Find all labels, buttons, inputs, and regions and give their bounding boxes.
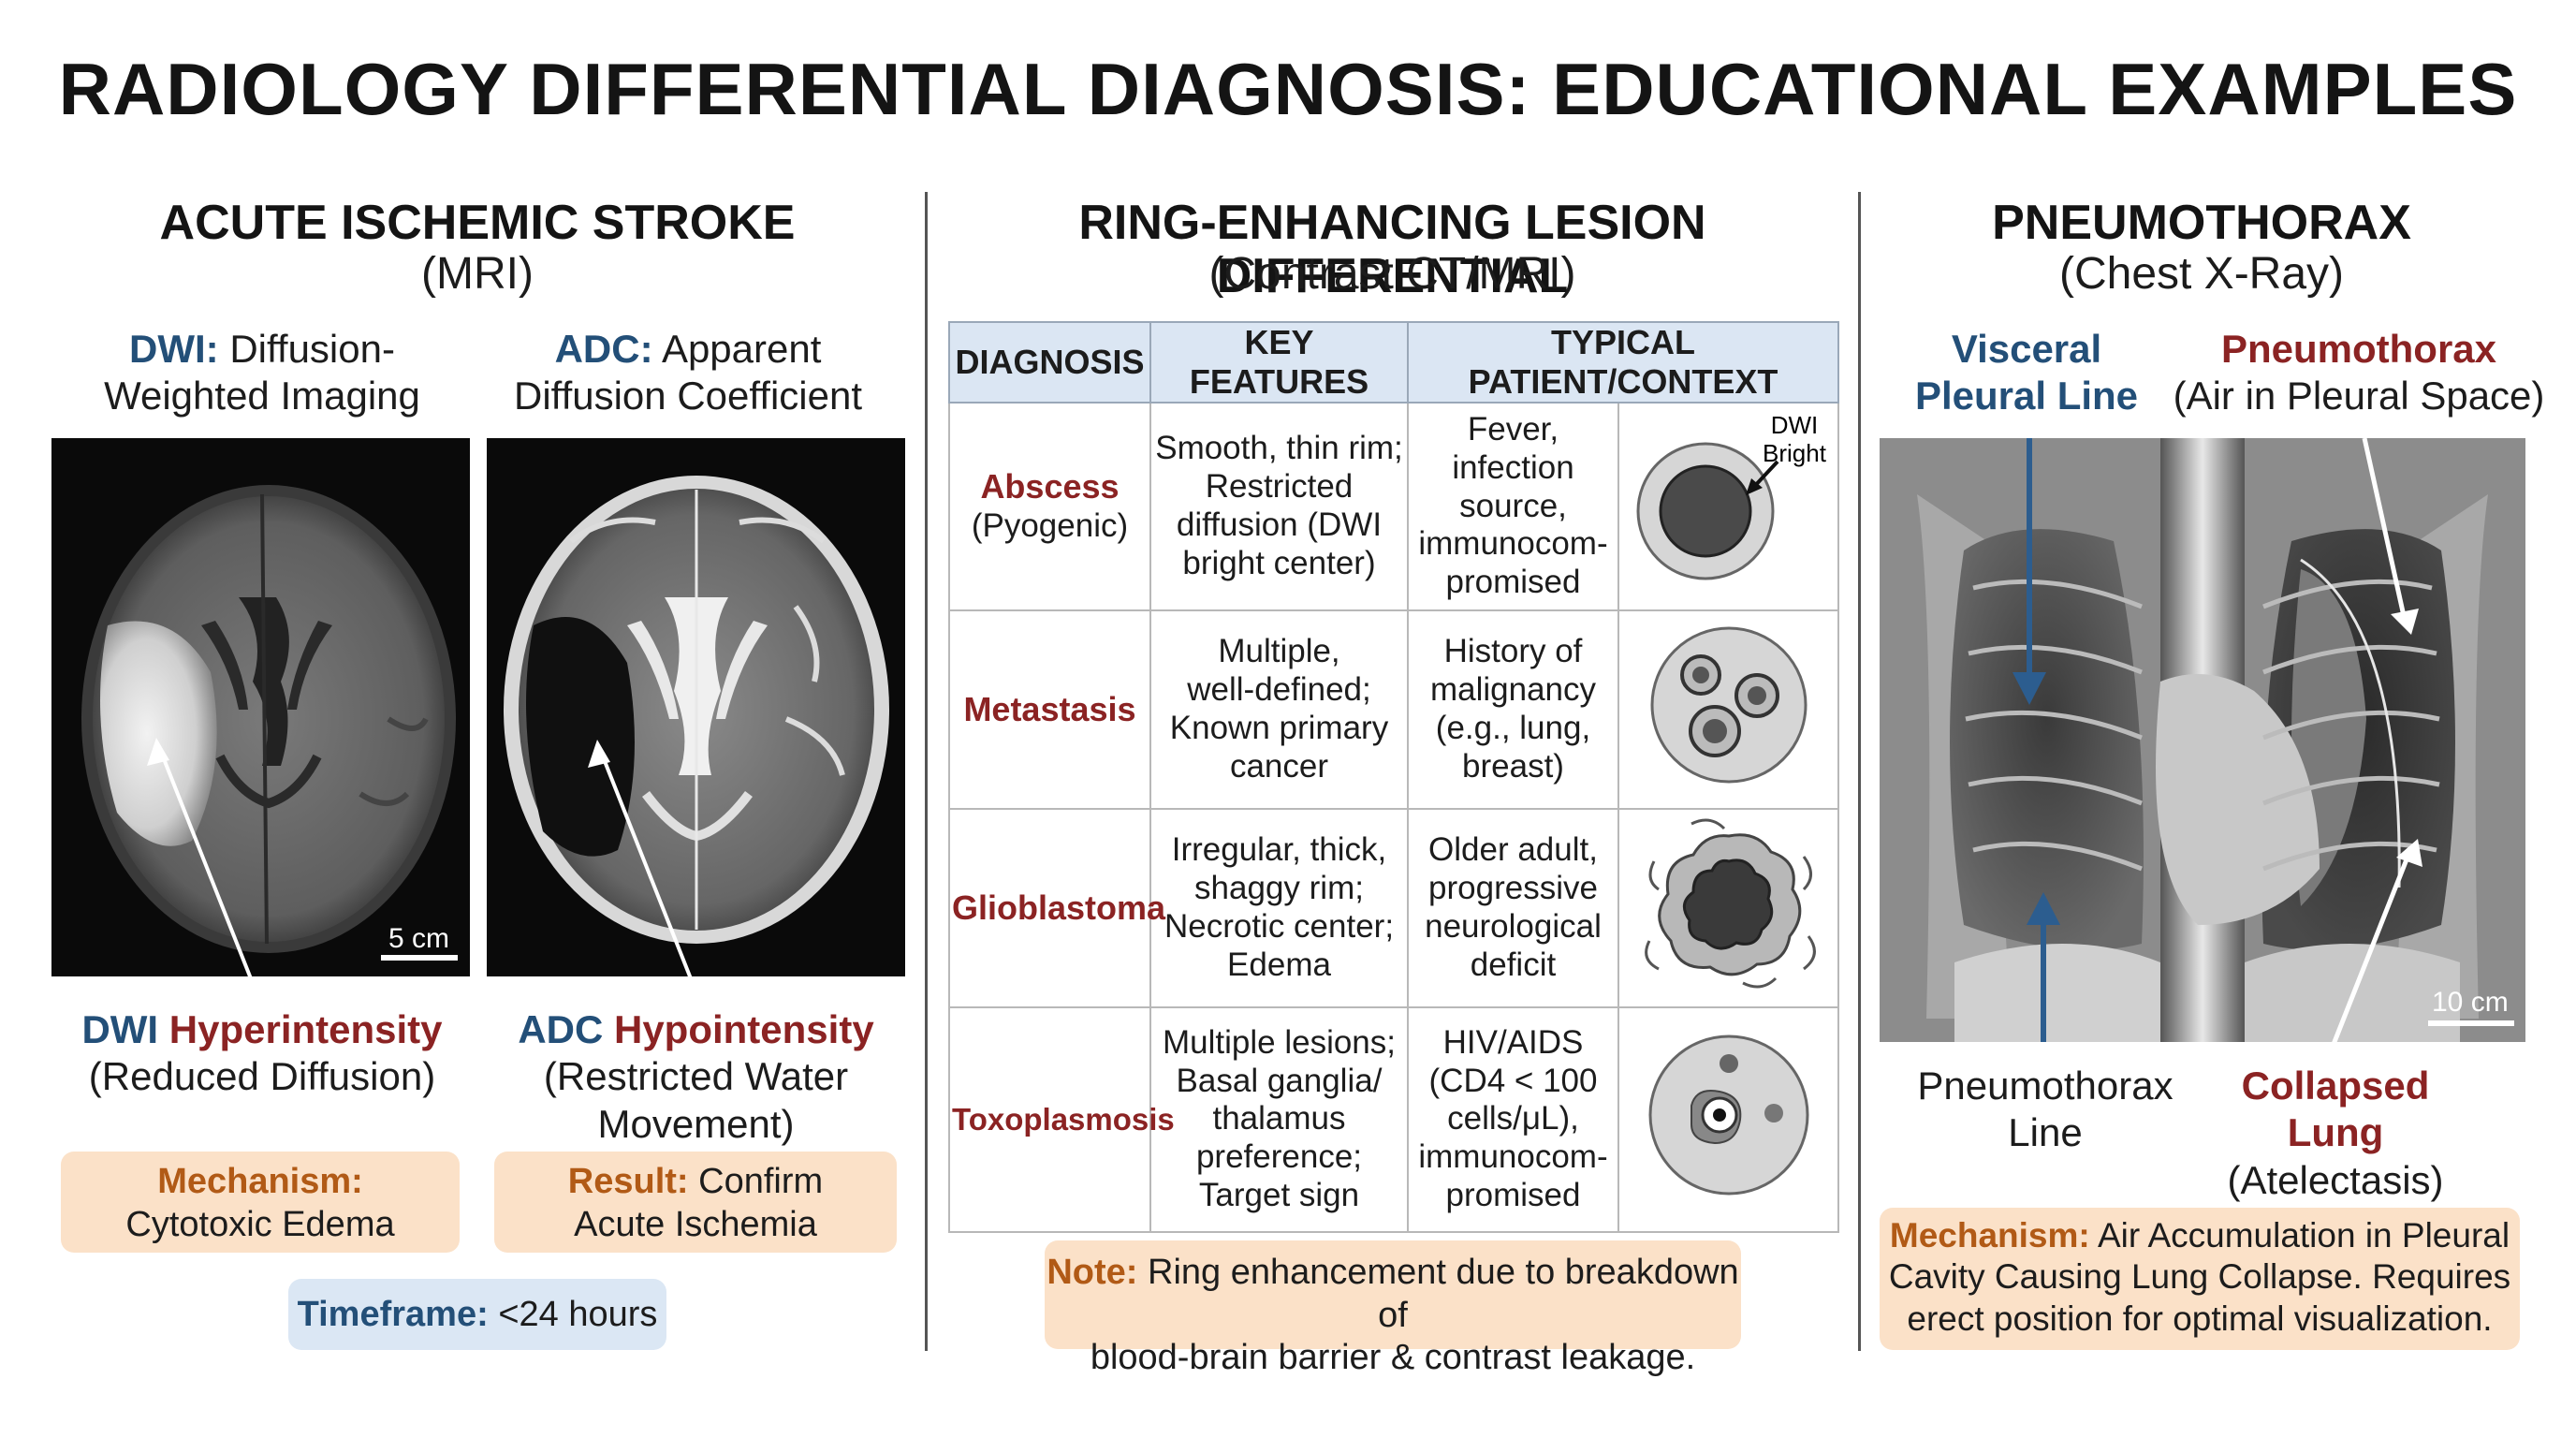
- result-box: Result: Confirm Acute Ischemia: [494, 1152, 897, 1253]
- visceral-pleural-line-label: Visceral Pleural Line: [1914, 327, 2139, 418]
- chest-xray-image: 10 cm: [1880, 438, 2525, 1042]
- header-key-features: KEY FEATURES: [1149, 321, 1409, 404]
- divider-right: [1858, 192, 1861, 1351]
- xray-scale-label: 10 cm: [2432, 987, 2509, 1018]
- table-row: Toxoplasmosis Multiple lesions; Basal ga…: [948, 1005, 1840, 1233]
- stroke-title: ACUTE ISCHEMIC STROKE: [159, 196, 796, 250]
- adc-label: ADC: Apparent Diffusion Coefficient: [514, 327, 862, 418]
- context-cell: Fever, infection source, immunocom- prom…: [1407, 402, 1619, 611]
- metastasis-icon: [1650, 626, 1807, 784]
- pneumothorax-line-label: Pneumothorax Line: [1917, 1064, 2174, 1155]
- toxoplasmosis-icon: [1648, 1034, 1808, 1196]
- page-title: RADIOLOGY DIFFERENTIAL DIAGNOSIS: EDUCAT…: [58, 48, 2518, 130]
- header-context: TYPICAL PATIENT/CONTEXT: [1406, 321, 1840, 404]
- diagnosis-name: Abscess: [980, 467, 1120, 506]
- diagnosis-cell: Abscess (Pyogenic): [948, 402, 1151, 611]
- dwi-finding-label: DWI Hyperintensity (Reduced Diffusion): [81, 1007, 443, 1099]
- features-cell: Smooth, thin rim; Restricted diffusion (…: [1149, 402, 1409, 611]
- adc-brain-illustration: [504, 476, 889, 976]
- ring-title: RING-ENHANCING LESION DIFFERENTIAL: [1078, 196, 1706, 304]
- dwi-mri-image: 5 cm: [51, 438, 470, 976]
- timeframe-box: Timeframe: <24 hours: [288, 1279, 666, 1350]
- features-cell: Irregular, thick, shaggy rim; Necrotic c…: [1149, 808, 1409, 1008]
- table-header-row: DIAGNOSIS KEY FEATURES TYPICAL PATIENT/C…: [948, 321, 1840, 404]
- collapsed-lung-label: Collapsed Lung (Atelectasis): [2227, 1064, 2444, 1202]
- note-box: Note: Ring enhancement due to breakdown …: [1045, 1240, 1741, 1377]
- dwi-brain-illustration: [81, 485, 456, 976]
- diagnosis-cell: Toxoplasmosis: [948, 1005, 1175, 1233]
- pneumothorax-label: Pneumothorax (Air in Pleural Space): [2173, 327, 2545, 418]
- icon-cell: [1617, 1005, 1840, 1233]
- dwi-note-text: DWI: [1770, 411, 1818, 439]
- diagnosis-name: Glioblastoma: [952, 888, 1166, 927]
- pneumo-subtitle: (Chest X-Ray): [2058, 249, 2345, 299]
- xray-scale-bar: [2428, 1020, 2514, 1026]
- diagnosis-name: Toxoplasmosis: [952, 1101, 1175, 1137]
- diagnosis-cell: Metastasis: [948, 609, 1151, 810]
- mechanism-box: Mechanism: Cytotoxic Edema: [61, 1152, 460, 1253]
- bright-note-text: Bright: [1763, 439, 1827, 467]
- stroke-section: ACUTE ISCHEMIC STROKE (MRI) DWI: Diffusi…: [0, 0, 925, 1438]
- context-cell: HIV/AIDS (CD4 < 100 cells/μL), immunocom…: [1407, 1005, 1619, 1233]
- icon-cell: DWI Bright: [1617, 402, 1840, 611]
- context-cell: History of malignancy (e.g., lung, breas…: [1407, 609, 1619, 810]
- ring-subtitle: (Contrast CT/MRI): [1208, 249, 1576, 299]
- diagnosis-name: Metastasis: [963, 689, 1136, 728]
- header-diagnosis: DIAGNOSIS: [948, 321, 1151, 404]
- dwi-label: DWI: Diffusion- Weighted Imaging: [104, 327, 420, 418]
- features-cell: Multiple, well-defined; Known primary ca…: [1149, 609, 1409, 810]
- icon-cell: [1617, 808, 1840, 1008]
- adc-finding-label: ADC Hypointensity (Restricted Water Move…: [518, 1007, 874, 1146]
- table-row: Abscess (Pyogenic) Smooth, thin rim; Res…: [948, 402, 1840, 611]
- differential-table: DIAGNOSIS KEY FEATURES TYPICAL PATIENT/C…: [948, 321, 1840, 1233]
- pneumo-title: PNEUMOTHORAX: [1992, 196, 2411, 250]
- pneumo-mechanism-box: Mechanism: Air Accumulation in Pleural C…: [1880, 1208, 2520, 1350]
- context-cell: Older adult, progressive neurological de…: [1407, 808, 1619, 1008]
- diagnosis-sub: (Pyogenic): [971, 506, 1129, 544]
- glioblastoma-icon: [1644, 818, 1816, 989]
- diagnosis-cell: Glioblastoma: [948, 808, 1166, 1008]
- icon-cell: [1617, 609, 1840, 810]
- dwi-scale-bar: [381, 955, 458, 961]
- divider-left: [925, 192, 928, 1351]
- dwi-scale-label: 5 cm: [388, 923, 450, 954]
- table-row: Glioblastoma Irregular, thick, shaggy ri…: [948, 808, 1840, 1008]
- table-row: Metastasis Multiple, well-defined; Known…: [948, 609, 1840, 810]
- stroke-subtitle: (MRI): [421, 249, 534, 299]
- abscess-icon: DWI Bright: [1636, 411, 1827, 580]
- adc-mri-image: [487, 438, 905, 976]
- chest-xray-illustration: [1880, 438, 2525, 1042]
- features-cell: Multiple lesions; Basal ganglia/ thalamu…: [1149, 1005, 1409, 1233]
